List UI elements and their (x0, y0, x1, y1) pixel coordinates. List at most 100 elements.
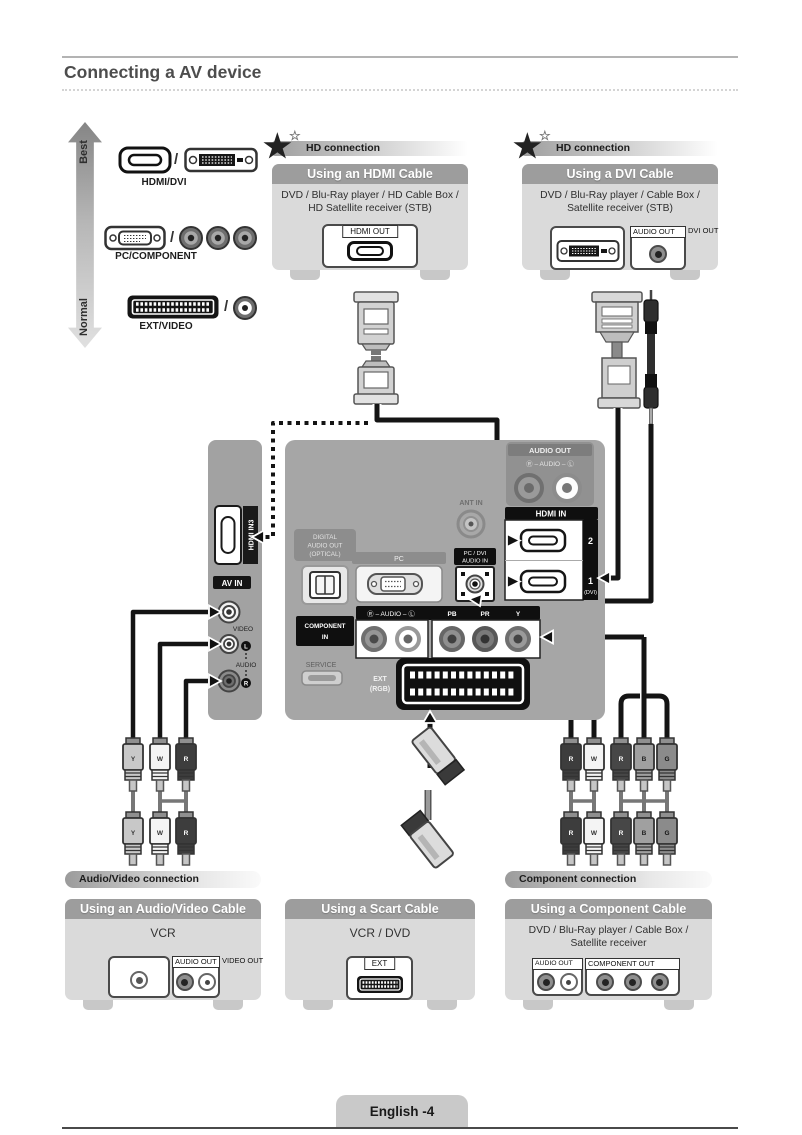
svg-text:PB: PB (447, 611, 456, 618)
ext-panel: EXT (346, 956, 413, 1000)
hdmi-in-title: HDMI IN (536, 510, 567, 519)
hd-connection-badge: ★ ☆ HD connection (513, 129, 718, 162)
device-list: VCR (150, 926, 176, 940)
audio-jack-icon (175, 973, 194, 991)
hdmi-in3-label: HDMI IN3 (249, 520, 256, 551)
device-foot (540, 270, 570, 280)
svg-text:B: B (642, 830, 647, 837)
audio-jack-icon (537, 973, 556, 991)
jack-icon (130, 971, 148, 989)
av-connection-header: Audio/Video connection (65, 871, 261, 888)
dvi-cable-card: Using a DVI Cable DVD / Blu-Ray player /… (522, 164, 718, 280)
device-list: DVD / Blu-Ray player / Cable Box / Satel… (528, 925, 689, 950)
ant-in-jack (456, 509, 486, 539)
vga-connector-icon (104, 225, 166, 251)
hdmi-port-icon (347, 241, 393, 261)
scart-port-icon (356, 976, 403, 993)
av-cable-connectors: Y W R Y W R (122, 737, 197, 866)
hd-connection-badge: ★ ☆ HD connection (263, 129, 468, 162)
audio-out-block: AUDIO OUT Ⓡ – AUDIO – Ⓛ (506, 442, 594, 506)
card-title: Using an Audio/Video Cable (65, 899, 261, 919)
svg-text:COMPONENT: COMPONENT (305, 623, 346, 630)
slash-separator: / (174, 151, 179, 168)
device-foot (83, 1000, 113, 1010)
audio-out-bar: Ⓡ – AUDIO – Ⓛ (526, 460, 574, 468)
device-foot (670, 270, 700, 280)
dvi-port-icon (556, 240, 619, 262)
page-title: Connecting a AV device (64, 62, 262, 82)
legend-ext-video-label: EXT/VIDEO (139, 321, 193, 332)
svg-text:R: R (619, 830, 624, 837)
pc-block: PC (352, 552, 446, 603)
av-in-label: AV IN (222, 579, 243, 588)
svg-text:Y: Y (516, 611, 521, 618)
star-icon: ★ (263, 128, 292, 164)
slash-separator: / (170, 229, 175, 246)
dotted-rule (62, 89, 738, 91)
component-jack-icon (623, 973, 642, 991)
tv-rear-panel: AUDIO OUT Ⓡ – AUDIO – Ⓛ ANT IN HDMI IN (285, 440, 605, 720)
audio-out-panel: AUDIO OUT (532, 958, 583, 996)
hdmi-cable-illustration (353, 291, 399, 405)
page-number-tab: English -4 (336, 1095, 468, 1128)
svg-text:R: R (569, 756, 574, 763)
dvi-out-panel (550, 226, 625, 270)
dvi-connector-icon (184, 147, 258, 173)
legend-hdmi-dvi-label: HDMI/DVI (141, 177, 187, 188)
device-list: DVD / Blu-Ray player / Cable Box / Satel… (540, 190, 700, 215)
ext-label: EXT (363, 957, 396, 970)
component-audio-bar: Ⓡ – AUDIO – Ⓛ (367, 610, 415, 618)
card-title: Using a DVI Cable (522, 164, 718, 184)
hdmi-cable-card: Using an HDMI Cable DVD / Blu-Ray player… (272, 164, 468, 280)
service-label: SERVICE (306, 662, 337, 669)
audio-video-out-panel: AUDIO OUT (172, 956, 220, 998)
arrowheads (208, 528, 611, 724)
audio-out-panel: AUDIO OUT (630, 226, 686, 270)
component-video-connectors: R B G R B G (610, 737, 678, 866)
svg-text:AUDIO IN: AUDIO IN (462, 559, 488, 565)
video-jack-icon (198, 973, 217, 991)
component-out-label: COMPONENT OUT (585, 958, 680, 970)
svg-text:Y: Y (131, 756, 136, 763)
slash-separator: / (224, 298, 229, 315)
video-label: VIDEO (233, 626, 253, 633)
ext-rgb-label: EXT (373, 676, 387, 683)
pc-dvi-audio-in-block: PC / DVI AUDIO IN (454, 548, 496, 602)
card-title: Using a Scart Cable (285, 899, 475, 919)
card-title: Using a Component Cable (505, 899, 712, 919)
av-cable-card: Using an Audio/Video Cable VCR AUDIO OUT… (65, 899, 263, 1010)
scart-connector-icon (127, 295, 219, 319)
component-in-block: COMPONENT IN Ⓡ – AUDIO – Ⓛ PB PR Y (296, 606, 541, 659)
ext-scart-port (396, 658, 530, 710)
audio-label: AUDIO (236, 662, 257, 669)
device-foot (213, 1000, 243, 1010)
audio-r-letter: R (244, 682, 249, 688)
legend-pc-component-label: PC/COMPONENT (115, 251, 197, 262)
cable-links (131, 790, 669, 813)
scart-cable-illustration (400, 726, 466, 869)
svg-text:W: W (157, 756, 164, 763)
audio-out-label: AUDIO OUT (630, 226, 686, 238)
svg-text:W: W (157, 830, 164, 837)
component-audio-connectors: R W R W (560, 737, 605, 866)
svg-text:R: R (619, 756, 624, 763)
component-cable-card: Using a Component Cable DVD / Blu-Ray pl… (505, 899, 712, 1010)
device-foot (427, 1000, 457, 1010)
hdmi-port1-sub: (DVI) (584, 590, 597, 596)
device-foot (420, 270, 450, 280)
top-rule (62, 56, 738, 58)
svg-text:PR: PR (480, 611, 489, 618)
svg-text:(OPTICAL): (OPTICAL) (309, 551, 340, 558)
device-foot (523, 1000, 553, 1010)
device-foot (664, 1000, 694, 1010)
svg-text:G: G (664, 830, 669, 837)
audio-l-letter: L (244, 645, 248, 651)
component-jack-icon (596, 973, 615, 991)
audio-out-title: AUDIO OUT (529, 446, 572, 455)
svg-text:R: R (184, 756, 189, 763)
svg-text:G: G (664, 756, 669, 763)
hdmi-out-label: HDMI OUT (342, 225, 398, 238)
star-small-icon: ☆ (539, 128, 551, 143)
component-out-panel: COMPONENT OUT (585, 958, 680, 996)
